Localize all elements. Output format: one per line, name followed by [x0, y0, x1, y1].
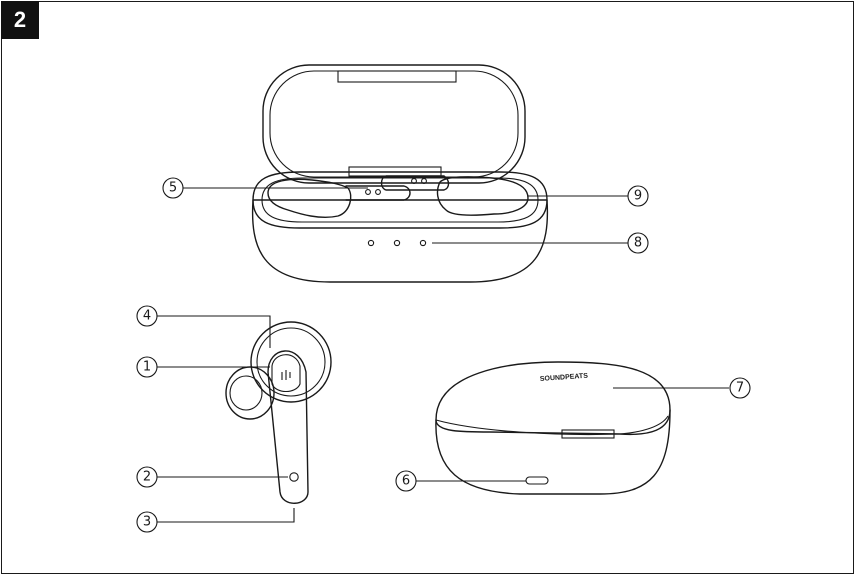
callout-number: 7 — [736, 381, 744, 396]
callout-9: 9 — [627, 185, 649, 207]
callout-7: 7 — [729, 377, 751, 399]
left-earbud-slot — [267, 178, 352, 219]
case-base-rim — [252, 171, 548, 229]
callout-leaders — [157, 187, 729, 523]
case-lid-inner — [269, 70, 519, 178]
lid-top-latch — [337, 70, 457, 83]
left-bud-stem — [345, 185, 411, 201]
case-lid-outer — [262, 64, 526, 184]
closed-charging-case: SOUNDPEATS — [435, 361, 671, 495]
step-number-badge: 2 — [1, 1, 39, 39]
usb-c-port — [525, 476, 549, 485]
callout-4: 4 — [136, 305, 158, 327]
closed-case-top — [435, 361, 671, 436]
callout-2: 2 — [136, 466, 158, 488]
callout-5: 5 — [162, 177, 184, 199]
callout-number: 1 — [143, 360, 151, 375]
callout-3: 3 — [136, 511, 158, 533]
microphone-hole — [289, 472, 299, 482]
earbud-head-inner — [256, 327, 326, 397]
callout-number: 6 — [402, 474, 410, 489]
right-earbud-slot — [436, 176, 529, 216]
closed-case-seam — [435, 415, 669, 436]
callout-6: 6 — [395, 470, 417, 492]
touch-panel — [271, 354, 301, 393]
callout-number: 2 — [143, 470, 151, 485]
right-charge-pin — [421, 178, 427, 184]
ear-tip-inner — [229, 375, 263, 411]
earbud-side-view — [225, 321, 332, 504]
callout-1: 1 — [136, 356, 158, 378]
callout-number: 9 — [634, 189, 642, 204]
callout-number: 4 — [143, 309, 151, 324]
case-logo: SOUNDPEATS — [540, 373, 589, 383]
open-charging-case — [251, 64, 549, 283]
case-led — [393, 239, 401, 247]
left-charge-pin — [365, 189, 371, 195]
earbud-logo-icon — [281, 370, 291, 380]
right-charge-pin — [411, 178, 417, 184]
leader-3 — [157, 508, 295, 523]
earbud-stem — [267, 350, 309, 504]
earbud-head-outer — [250, 321, 332, 403]
left-charge-pin — [375, 189, 381, 195]
case-base-body — [251, 199, 549, 283]
case-led — [367, 239, 375, 247]
callout-number: 3 — [143, 515, 151, 530]
closed-case-hinge — [561, 429, 615, 439]
case-base-inner-rim — [261, 177, 539, 223]
leader-4 — [157, 315, 271, 348]
callout-8: 8 — [627, 232, 649, 254]
case-led — [419, 239, 427, 247]
callout-number: 5 — [169, 181, 177, 196]
closed-case-body — [435, 409, 671, 495]
callout-number: 8 — [634, 236, 642, 251]
